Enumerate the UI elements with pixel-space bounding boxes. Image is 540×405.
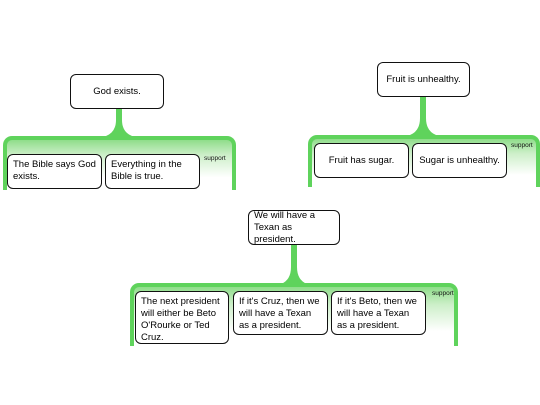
premise-text: The next president will either be Beto O… [141, 296, 220, 343]
premise-node[interactable]: The Bible says God exists. [7, 154, 102, 189]
support-label: support [204, 155, 226, 162]
premise-text: If it's Cruz, then we will have a Texan … [239, 296, 320, 331]
support-connector [281, 245, 307, 286]
premise-node[interactable]: Fruit has sugar. [314, 143, 409, 178]
claim-node[interactable]: God exists. [70, 74, 164, 109]
support-connector [410, 96, 436, 137]
support-connector [106, 106, 132, 138]
premise-node[interactable]: The next president will either be Beto O… [135, 291, 229, 344]
premise-text: Fruit has sugar. [328, 154, 395, 166]
premise-text: Sugar is unhealthy. [419, 154, 500, 166]
claim-node[interactable]: We will have a Texan as president. [248, 210, 340, 245]
claim-text: Fruit is unhealthy. [386, 73, 461, 85]
premise-node[interactable]: If it's Beto, then we will have a Texan … [331, 291, 426, 335]
claim-text: We will have a Texan as president. [254, 209, 316, 245]
premise-text: Everything in the Bible is true. [111, 159, 182, 182]
premise-node[interactable]: Everything in the Bible is true. [105, 154, 200, 189]
support-label: support [432, 290, 454, 297]
premise-text: If it's Beto, then we will have a Texan … [337, 296, 417, 331]
claim-node[interactable]: Fruit is unhealthy. [377, 62, 470, 97]
claim-text: God exists. [93, 85, 141, 97]
premise-node[interactable]: Sugar is unhealthy. [412, 143, 507, 178]
premise-text: The Bible says God exists. [13, 159, 96, 182]
premise-node[interactable]: If it's Cruz, then we will have a Texan … [233, 291, 328, 335]
support-label: support [511, 142, 533, 149]
